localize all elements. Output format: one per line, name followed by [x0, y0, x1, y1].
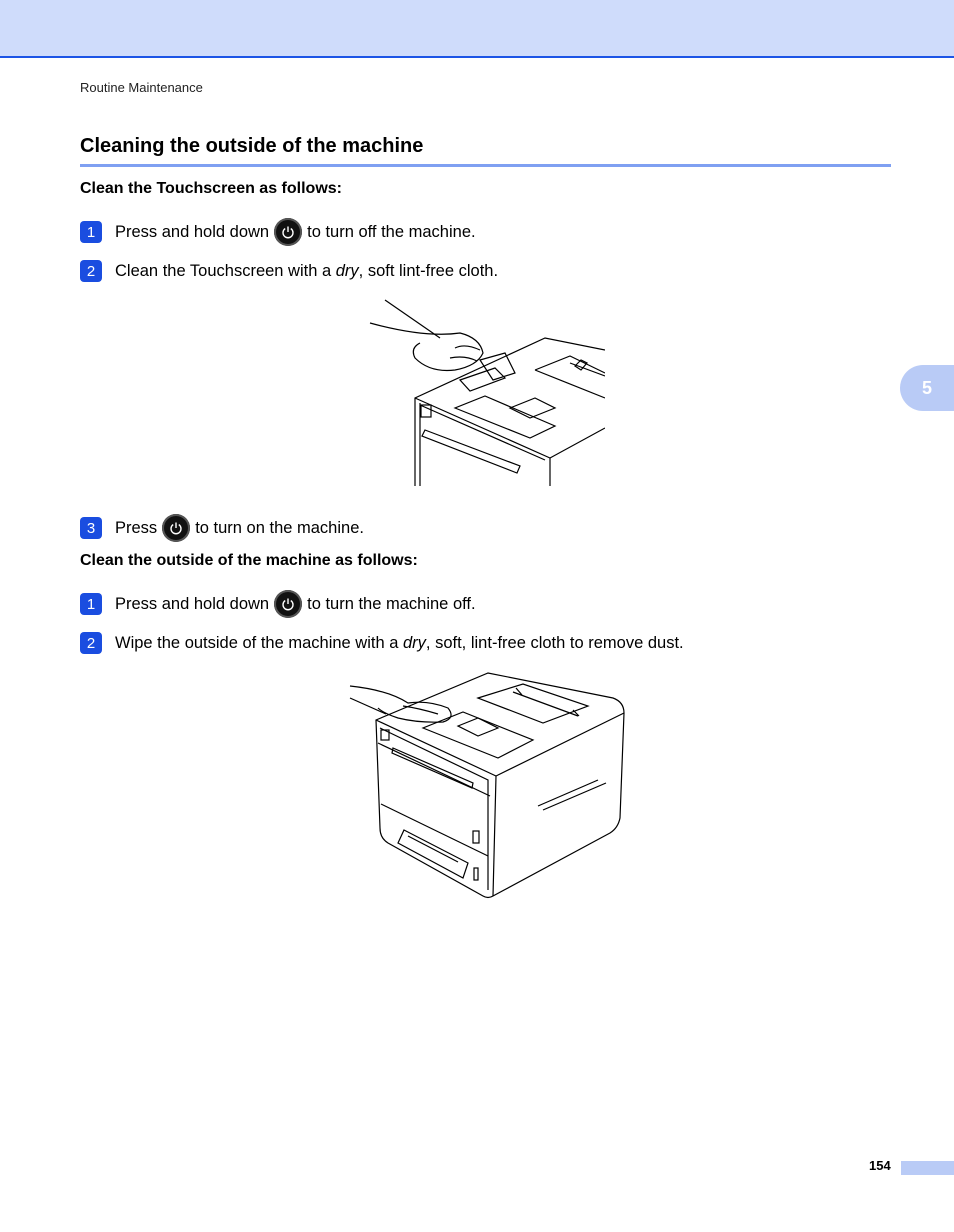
outside-heading: Clean the outside of the machine as foll…	[80, 552, 418, 569]
running-header: Routine Maintenance	[80, 80, 203, 95]
step-number: 2	[80, 632, 102, 654]
step-emphasis: dry	[335, 261, 359, 280]
step-text: , soft, lint-free cloth to remove dust.	[425, 633, 684, 652]
page-number: 154	[869, 1158, 891, 1173]
power-icon	[274, 218, 303, 246]
step-text: Clean the Touchscreen with a	[115, 261, 336, 280]
step-number: 3	[80, 517, 102, 539]
chapter-tab: 5	[900, 365, 954, 411]
step-number: 1	[80, 221, 102, 243]
step-text: Wipe the outside of the machine with a	[115, 633, 403, 652]
step-text: to turn on the machine.	[195, 518, 364, 537]
step-text: to turn the machine off.	[307, 594, 476, 613]
touchscreen-step-3: 3 Press to turn on the machine.	[80, 514, 364, 542]
title-underline	[80, 164, 891, 167]
header-band	[0, 0, 954, 58]
outside-step-2: 2 Wipe the outside of the machine with a…	[80, 630, 684, 656]
power-icon	[274, 590, 303, 618]
step-emphasis: dry	[403, 633, 426, 652]
touchscreen-heading: Clean the Touchscreen as follows:	[80, 180, 342, 197]
outside-step-1: 1 Press and hold down to turn the machin…	[80, 590, 476, 618]
step-number: 1	[80, 593, 102, 615]
power-icon	[162, 514, 191, 542]
step-text: Press and hold down	[115, 222, 270, 241]
step-text: to turn off the machine.	[307, 222, 476, 241]
step-number: 2	[80, 260, 102, 282]
step-text: , soft lint-free cloth.	[358, 261, 499, 280]
footer-bar	[901, 1161, 954, 1175]
touchscreen-cleaning-illustration	[369, 299, 605, 486]
step-text: Press	[115, 518, 158, 537]
printer-wiping-illustration	[349, 672, 625, 899]
section-title: Cleaning the outside of the machine	[80, 135, 424, 157]
step-text: Press and hold down	[115, 594, 270, 613]
touchscreen-step-2: 2 Clean the Touchscreen with a dry, soft…	[80, 258, 498, 284]
touchscreen-step-1: 1 Press and hold down to turn off the ma…	[80, 218, 476, 246]
